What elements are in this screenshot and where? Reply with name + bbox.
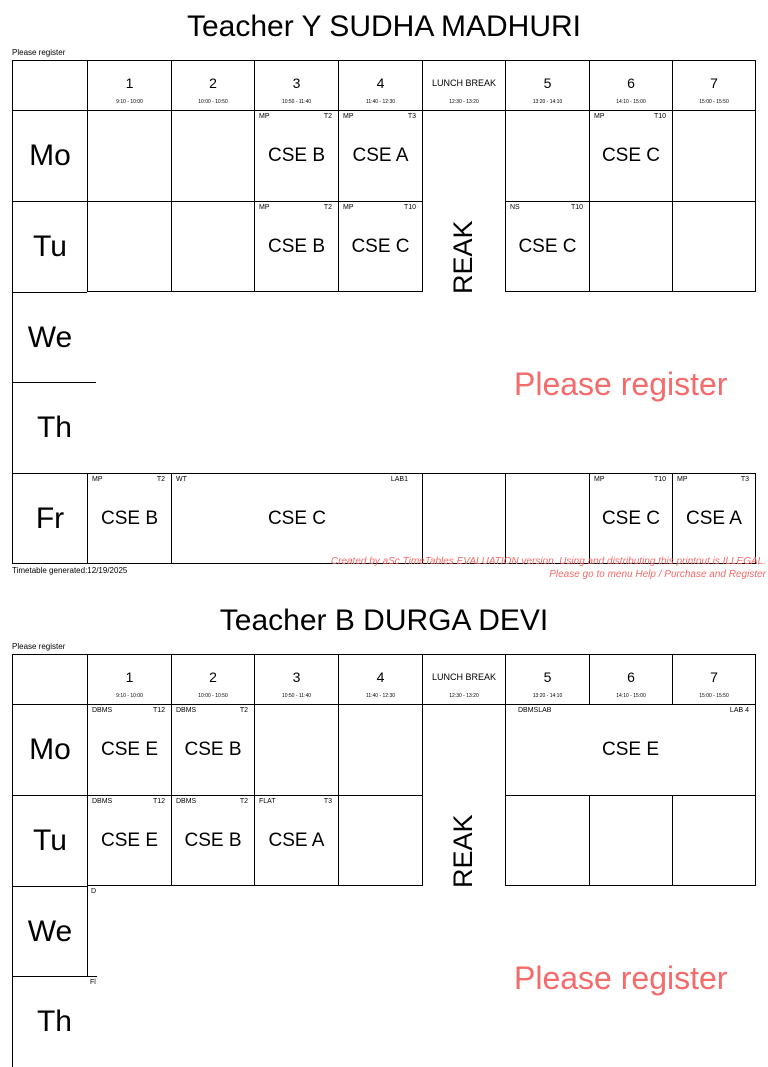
day-label: Th <box>12 976 96 1067</box>
empty-slot <box>338 795 422 886</box>
page-title: Teacher Y SUDHA MADHURI <box>186 10 581 43</box>
register-note: Please register <box>12 642 66 651</box>
timetable-page-1: Teacher Y SUDHA MADHURI Please register … <box>12 10 766 580</box>
lunch-break-vertical: REAK <box>448 220 478 294</box>
empty-slot <box>589 795 672 886</box>
empty-slot <box>589 201 672 292</box>
empty-slot <box>672 201 756 292</box>
empty-slot <box>505 110 589 201</box>
day-label: Mo <box>12 110 87 201</box>
day-label: Th <box>12 382 96 473</box>
corner-cell <box>12 654 87 704</box>
day-label: We <box>12 886 87 976</box>
empty-slot <box>505 473 589 564</box>
evaluation-notice: Created by aSc TimeTables EVALUATION ver… <box>330 556 766 580</box>
day-label: Mo <box>12 704 87 795</box>
empty-slot <box>171 201 254 292</box>
corner-cell <box>12 60 87 110</box>
empty-slot <box>171 110 254 201</box>
day-label: We <box>12 292 87 382</box>
register-note: Please register <box>12 48 66 57</box>
lesson-fragment: Fl <box>87 976 97 1034</box>
generated-date: Timetable generated:12/19/2025 <box>12 566 128 575</box>
day-label: Fr <box>12 473 87 564</box>
empty-slot <box>338 704 422 795</box>
empty-slot <box>672 795 756 886</box>
lunch-column <box>422 473 505 564</box>
lunch-column <box>422 110 505 292</box>
lesson-fragment: D <box>87 886 97 976</box>
empty-slot <box>505 795 589 886</box>
page-title: Teacher B DURGA DEVI <box>219 604 549 637</box>
day-label: Tu <box>12 201 87 292</box>
lunch-break-vertical: REAK <box>448 814 478 888</box>
day-label: Tu <box>12 795 87 886</box>
empty-slot <box>87 110 171 201</box>
register-watermark: Please register <box>514 960 728 996</box>
empty-slot <box>254 704 338 795</box>
empty-slot <box>87 201 171 292</box>
lunch-column <box>422 704 505 886</box>
empty-slot <box>672 110 756 201</box>
register-watermark: Please register <box>514 366 728 402</box>
